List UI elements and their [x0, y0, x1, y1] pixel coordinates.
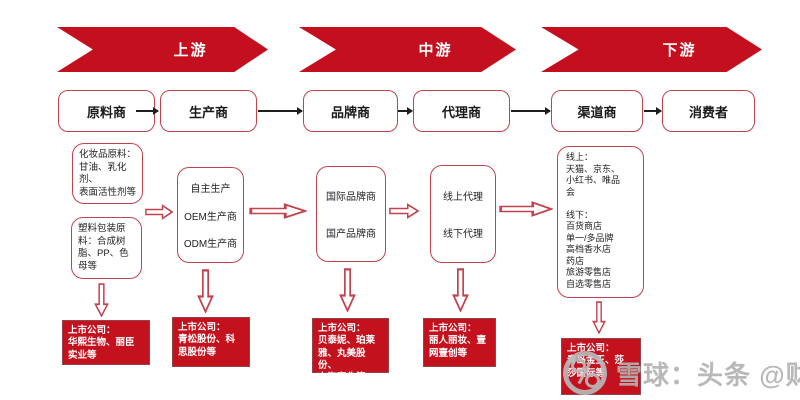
- flow-box-channel-provider: 渠道商: [551, 90, 643, 132]
- detail-brand-types: 国际品牌商 国产品牌商: [316, 166, 386, 262]
- flow-label: 代理商: [441, 104, 481, 120]
- watermark-text: 雪球：头条 @财是: [616, 359, 800, 390]
- hollow-arrow-down-icon: [339, 268, 356, 312]
- hollow-arrow-down-icon: [94, 283, 109, 317]
- detail-line: 线上代理: [443, 192, 483, 203]
- hollow-arrow-right-icon: [145, 204, 173, 220]
- listed-companies-brand: 上市公司： 贝泰妮、珀莱 雅、丸美股份、 上海家化等: [312, 318, 389, 383]
- hollow-arrow-down-icon: [197, 269, 214, 313]
- listed-companies-manufacturer: 上市公司： 青松股份、科 思股份等: [172, 317, 250, 367]
- detail-line: OEM生产商: [184, 211, 237, 223]
- detail-cosmetic-raw-materials: 化妆品原料： 甘油、乳化剂、 表面活性剂等: [72, 143, 143, 204]
- hollow-arrow-right-icon: [389, 203, 419, 219]
- banner-midstream-label: 中游: [418, 42, 453, 59]
- detail-agent-types: 线上代理 线下代理: [430, 165, 496, 263]
- arrow-right-icon: [258, 107, 303, 114]
- flow-label: 渠道商: [577, 104, 617, 120]
- banner-upstream-label: 上游: [173, 42, 208, 59]
- banner-downstream-label: 下游: [662, 42, 697, 59]
- detail-line: ODM生产商: [183, 238, 238, 250]
- arrow-right-icon: [398, 107, 413, 114]
- hollow-arrow-right-icon: [499, 201, 553, 217]
- hollow-arrow-down-icon: [592, 301, 606, 334]
- listed-companies-raw-material: 上市公司： 华熙生物、丽臣 实业等: [62, 320, 150, 365]
- detail-line: 国际品牌商: [326, 192, 376, 204]
- listed-companies-agent: 上市公司： 丽人丽妆、壹 网壹创等: [423, 318, 496, 367]
- hollow-arrow-right-icon: [249, 203, 307, 219]
- arrow-right-icon: [644, 107, 662, 114]
- banner-downstream: 下游: [541, 27, 762, 72]
- detail-line: 国产品牌商: [326, 228, 376, 240]
- flow-box-brand-owner: 品牌商: [303, 90, 398, 132]
- flow-label: 原料商: [86, 104, 126, 120]
- detail-line: 自主生产: [190, 184, 231, 196]
- arrow-right-icon: [511, 107, 551, 114]
- flow-box-manufacturer: 生产商: [160, 90, 257, 132]
- detail-plastic-packaging-materials: 塑料包装原 料：合成树 脂、PP、色 母等: [71, 217, 142, 279]
- arrow-right-icon: [136, 107, 159, 114]
- detail-line: 线下代理: [443, 229, 483, 240]
- banner-upstream: 上游: [57, 27, 268, 72]
- flow-label: 消费者: [688, 104, 728, 120]
- hollow-arrow-down-icon: [452, 268, 469, 312]
- banner-midstream: 中游: [299, 27, 516, 72]
- flow-label: 生产商: [188, 104, 228, 120]
- flow-box-agent: 代理商: [413, 90, 510, 132]
- detail-channel-types: 线上： 天猫、京东、 小红书、唯品 会 线下： 百货商店 单一/多品牌 高档香水…: [557, 146, 644, 298]
- flow-box-consumer: 消费者: [662, 90, 755, 132]
- listed-companies-channel: 上市公司： 青岛金王、莎 莎国际等: [561, 338, 641, 395]
- flow-label: 品牌商: [330, 104, 370, 120]
- detail-manufacturer-types: 自主生产 OEM生产商 ODM生产商: [177, 167, 244, 263]
